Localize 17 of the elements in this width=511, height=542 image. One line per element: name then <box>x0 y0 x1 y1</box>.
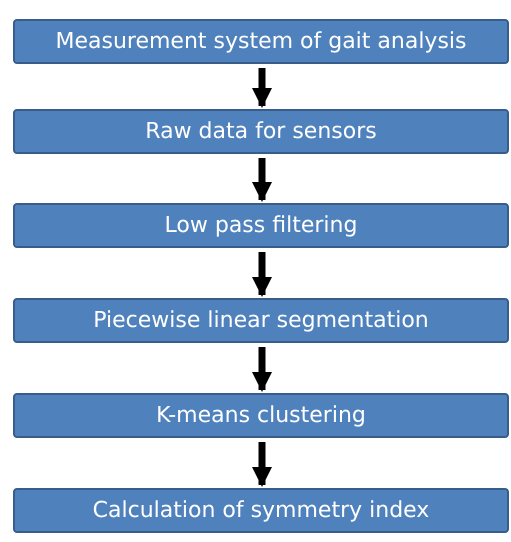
arrow <box>252 68 272 108</box>
step-label: Piecewise linear segmentation <box>93 308 429 333</box>
arrow <box>252 347 272 392</box>
step-label: Low pass filtering <box>164 213 358 238</box>
process-box <box>13 203 509 248</box>
step-label: Calculation of symmetry index <box>92 498 430 523</box>
step-label: Measurement system of gait analysis <box>55 29 466 54</box>
step-label: K-means clustering <box>156 403 366 428</box>
process-box <box>13 488 509 533</box>
process-box <box>13 393 509 438</box>
arrow <box>252 442 272 487</box>
process-box <box>13 19 509 64</box>
process-box <box>13 109 509 154</box>
arrow <box>252 252 272 297</box>
step-label: Raw data for sensors <box>145 119 377 144</box>
arrow <box>252 158 272 202</box>
process-box <box>13 298 509 343</box>
